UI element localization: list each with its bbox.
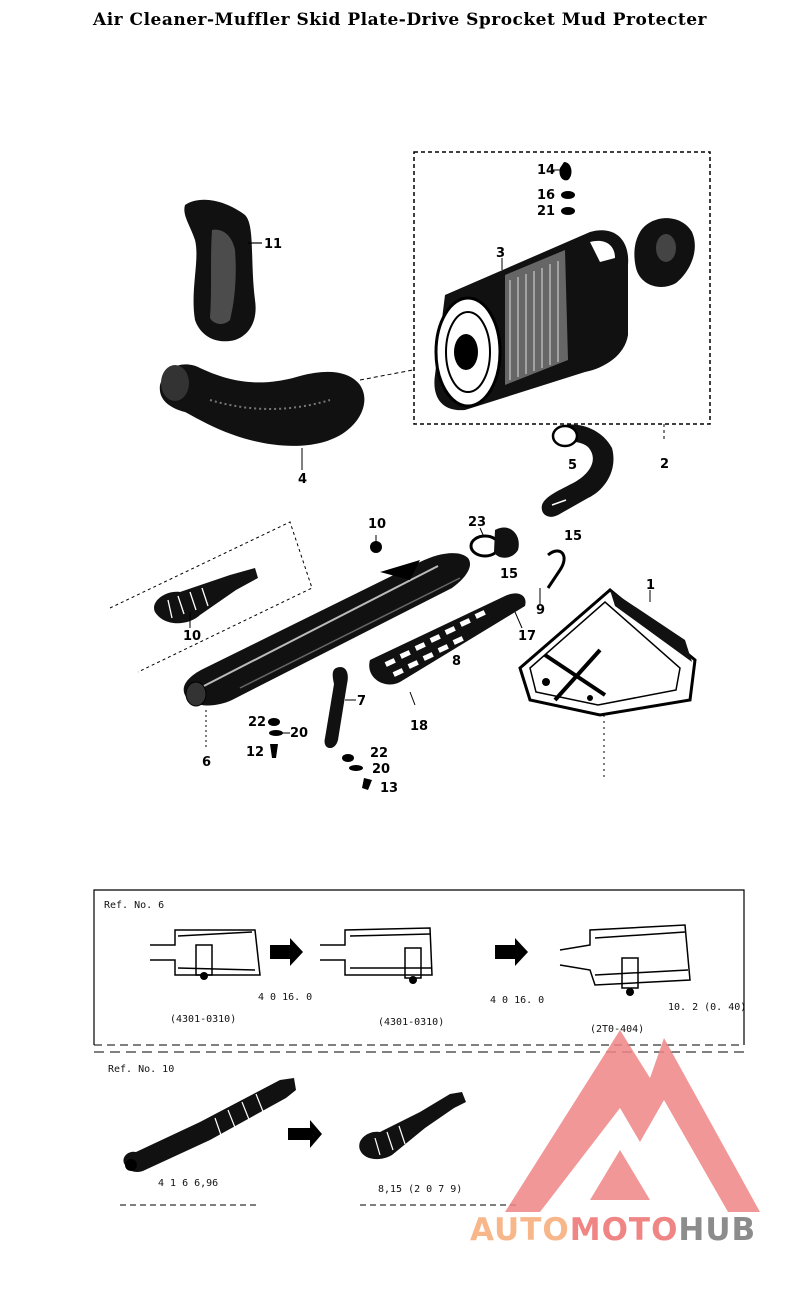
logo-word-auto: AUTO [470, 1212, 570, 1248]
callout-labels: 1 2 3 4 5 6 7 8 9 10 10 11 12 13 14 15 1… [183, 163, 669, 796]
part-5-pipe [541, 424, 614, 517]
ref-10-inset [94, 1051, 744, 1206]
callout-15-a: 15 [564, 529, 582, 544]
callout-18: 18 [410, 719, 428, 734]
ref-6-stage2-code: (4301-0310) [378, 1017, 444, 1028]
callout-9: 9 [536, 603, 545, 618]
ref-10-texts: Ref. No. 10 4 1 6 6,96 8,15 (2 0 7 9) [108, 1064, 462, 1195]
callout-4: 4 [298, 472, 307, 487]
callout-20-b: 20 [372, 762, 390, 777]
callout-3: 3 [496, 246, 505, 261]
callout-21: 21 [537, 204, 555, 219]
ref-10-stage2-code: 8,15 (2 0 7 9) [378, 1184, 462, 1195]
fasteners-group [268, 718, 372, 790]
ref-6-stage2-dim: 4 0 16. 0 [490, 995, 544, 1006]
ref-6-stage3-note: (2T0-404) [590, 1024, 644, 1035]
part-10-insert [109, 521, 313, 673]
callout-2: 2 [660, 457, 669, 472]
part-8-plate [369, 593, 526, 706]
ref-6-inset [93, 889, 745, 1046]
callout-10-a: 10 [368, 517, 386, 532]
callout-14: 14 [537, 163, 555, 178]
fasteners-14-16-21 [552, 162, 575, 215]
air-cleaner-cap [634, 218, 695, 287]
callout-5: 5 [568, 458, 577, 473]
clip-and-bolt [370, 535, 566, 604]
callout-22-a: 22 [248, 715, 266, 730]
callout-13: 13 [380, 781, 398, 796]
callout-10-b: 10 [183, 629, 201, 644]
part-11-cover [184, 199, 262, 342]
callout-20-a: 20 [290, 726, 308, 741]
part-4-intake-hose [159, 364, 414, 470]
logo-word-hub: HUB [678, 1212, 756, 1248]
logo-mark-icon [505, 1030, 760, 1212]
air-cleaner-assembly-box [413, 151, 711, 425]
part-1-skid-plate [518, 588, 697, 780]
ref-10-stage1-code: 4 1 6 6,96 [158, 1178, 218, 1189]
ref-6-title: Ref. No. 6 [104, 900, 164, 911]
logo-word-moto: MOTO [570, 1212, 679, 1248]
callout-12: 12 [246, 745, 264, 760]
callout-8: 8 [452, 654, 461, 669]
ref-6-stage3-dim: 10. 2 (0. 40) [668, 1002, 746, 1013]
ref-10-title: Ref. No. 10 [108, 1064, 174, 1075]
ref-6-texts: Ref. No. 6 (4301-0310) (4301-0310) 4 0 1… [104, 900, 746, 1035]
ref-6-stage1-code: (4301-0310) [170, 1014, 236, 1025]
automotohub-logo [505, 1030, 760, 1212]
part-3-air-cleaner [434, 230, 629, 411]
ref-6-stage1-dim: 4 0 16. 0 [258, 992, 312, 1003]
callout-16: 16 [537, 188, 555, 203]
callout-15-b: 15 [500, 567, 518, 582]
callout-7: 7 [357, 694, 366, 709]
part-6-muffler [183, 553, 471, 750]
part-7-bracket [324, 666, 356, 749]
page-title: Air Cleaner-Muffler Skid Plate-Drive Spr… [93, 10, 707, 30]
logo-wordmark: AUTOMOTOHUB [470, 1212, 756, 1248]
callout-22-b: 22 [370, 746, 388, 761]
callout-23: 23 [468, 515, 486, 530]
callout-11: 11 [264, 237, 282, 252]
callout-6: 6 [202, 755, 211, 770]
callout-17: 17 [518, 629, 536, 644]
part-23-grommet [469, 527, 519, 558]
callout-1: 1 [646, 578, 655, 593]
